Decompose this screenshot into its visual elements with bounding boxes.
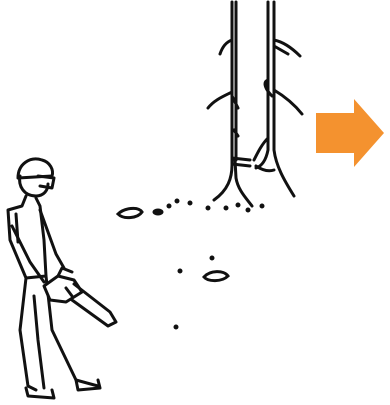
arrow-right-icon xyxy=(310,97,390,169)
chainsaw xyxy=(44,268,116,326)
ground-debris xyxy=(118,199,264,329)
tree-trunk-left xyxy=(208,2,252,206)
tree-trunk-right xyxy=(254,2,302,196)
